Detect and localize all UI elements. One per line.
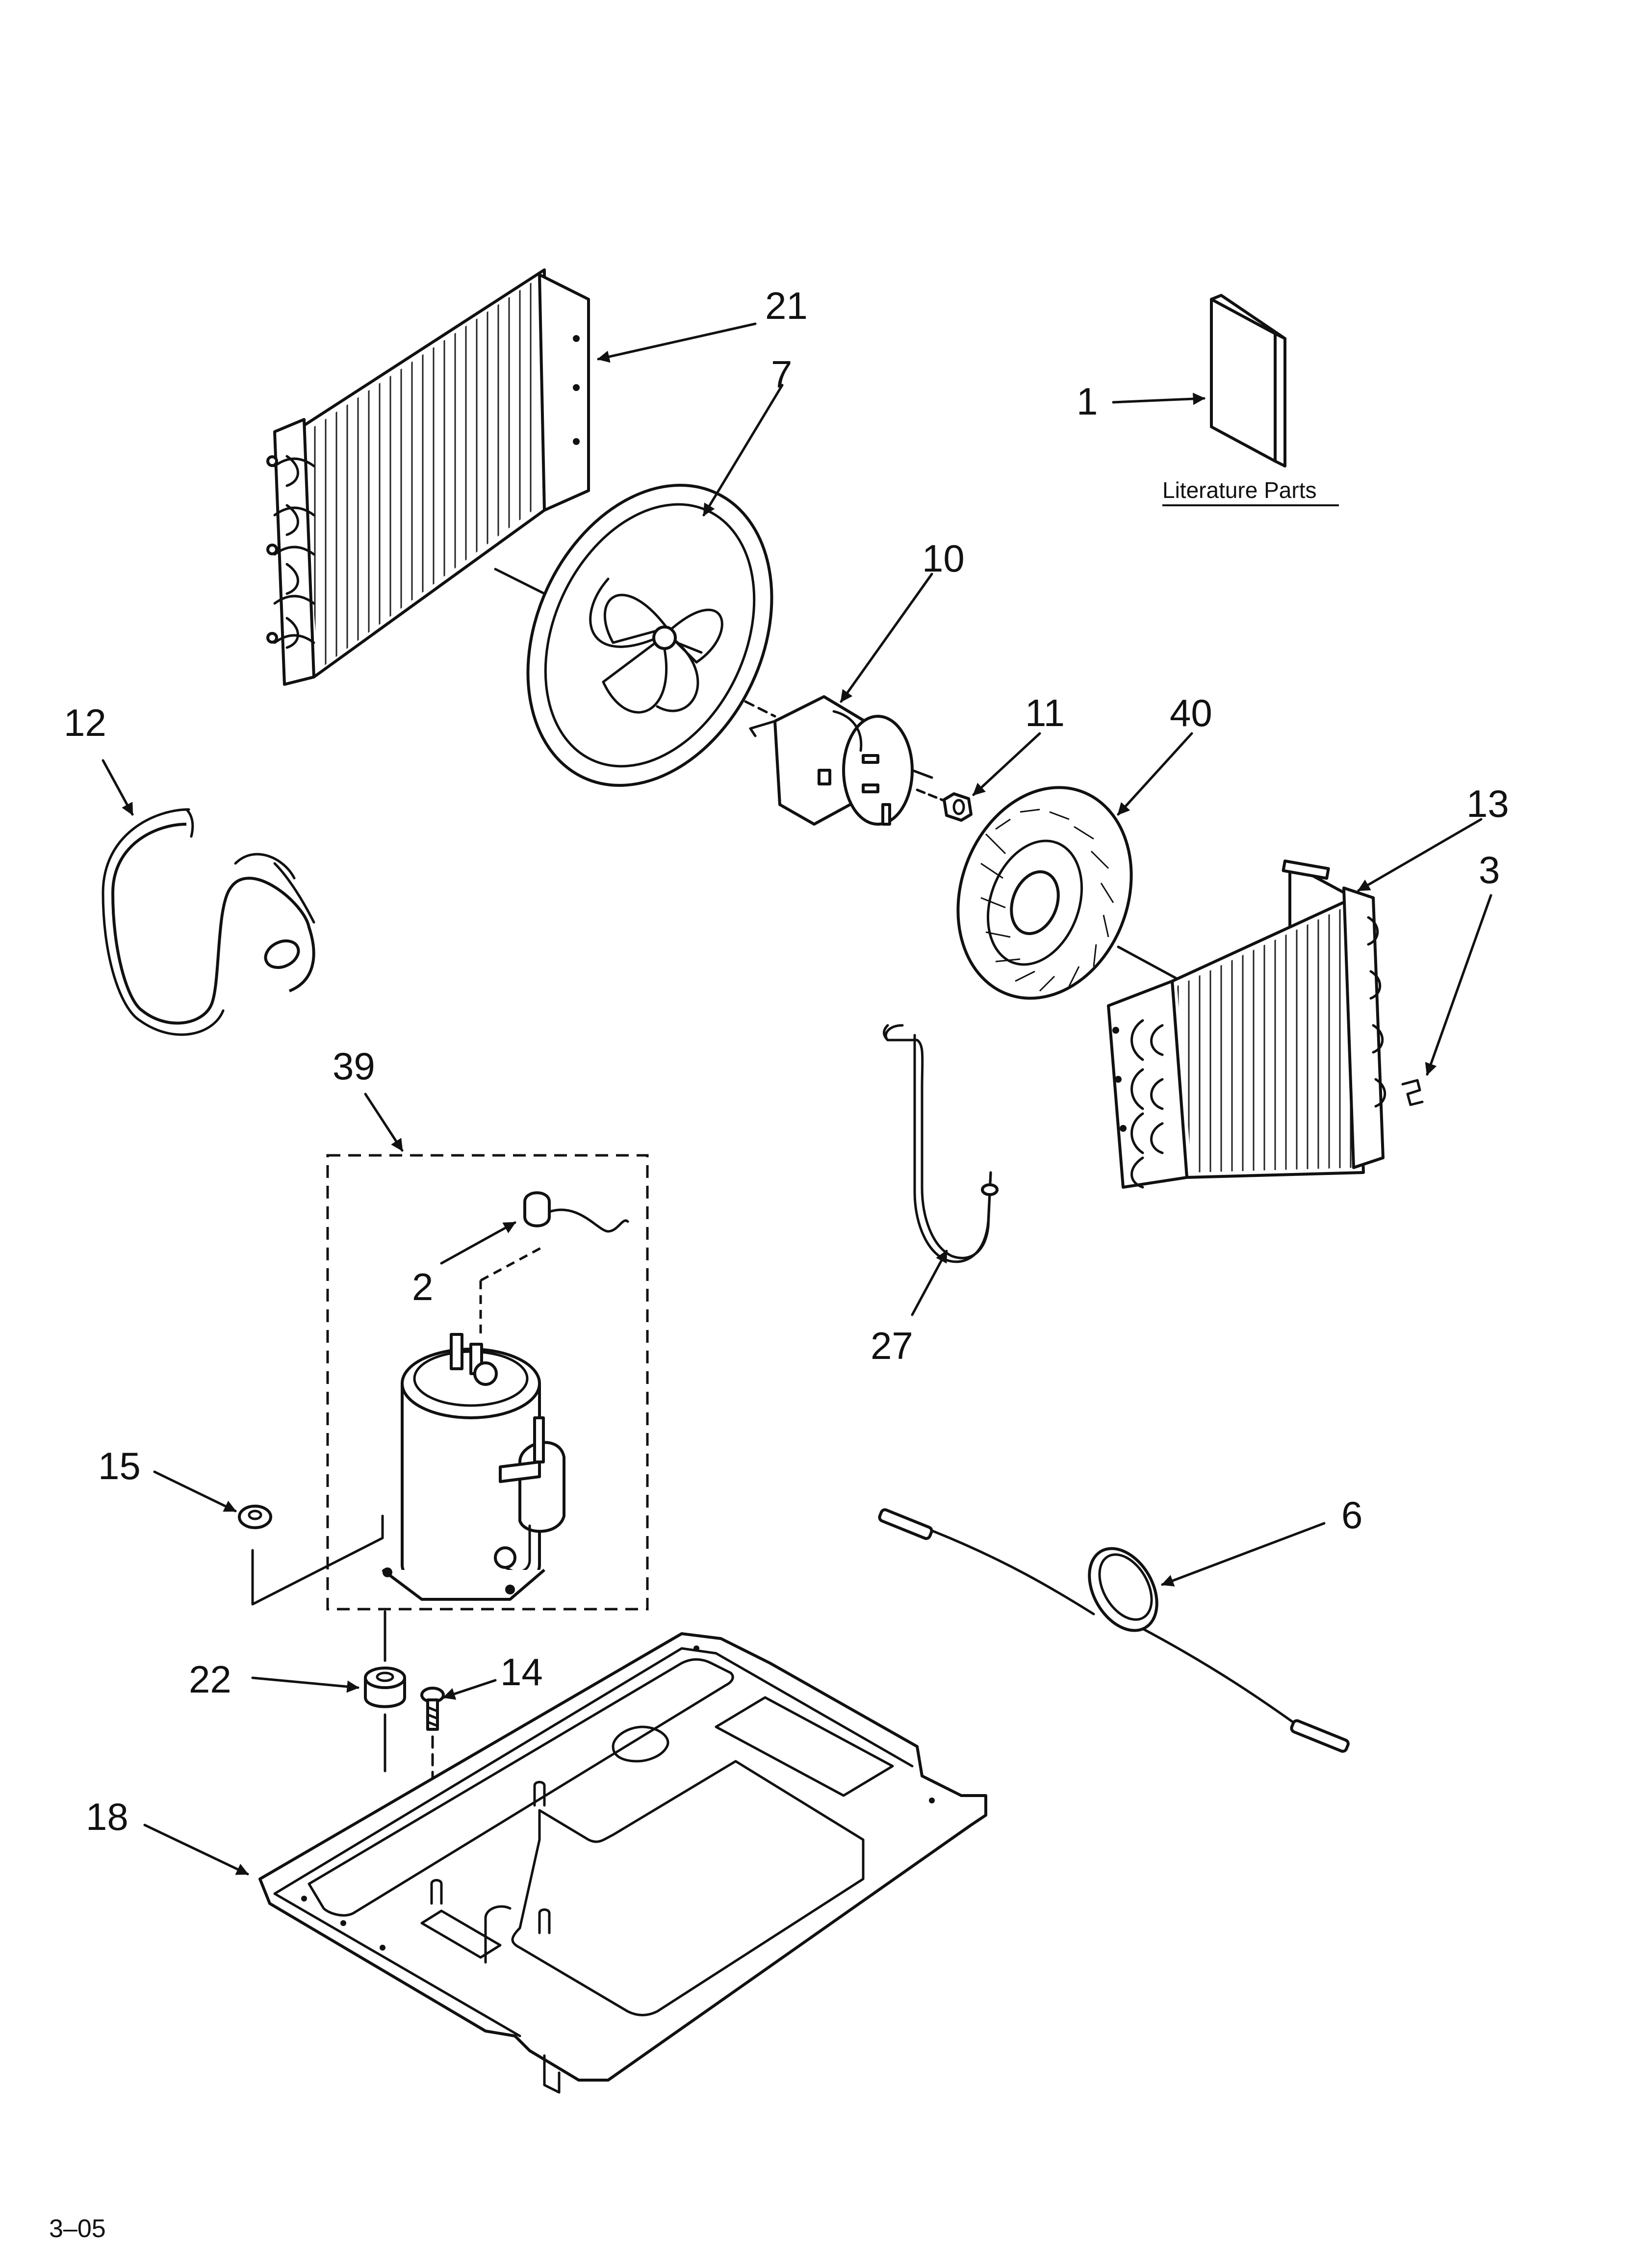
label-part-11: 11	[1025, 691, 1065, 734]
label-part-12: 12	[64, 701, 106, 744]
hex-nut	[916, 788, 973, 822]
compressor-assembly	[251, 1154, 649, 1611]
label-part-14: 14	[500, 1650, 543, 1694]
base-pan	[258, 1632, 987, 2094]
leader-arrows	[102, 322, 1492, 1876]
fan-motor	[749, 695, 933, 826]
refrigerant-tube	[102, 808, 315, 1036]
label-part-18: 18	[86, 1795, 128, 1838]
label-part-27: 27	[871, 1324, 913, 1367]
label-part-13: 13	[1466, 782, 1509, 825]
label-part-10: 10	[922, 537, 965, 580]
literature-parts-label: Literature Parts	[1162, 477, 1316, 503]
compressor-isolator	[364, 1610, 406, 1773]
u-tube	[883, 1024, 999, 1263]
grommet-washer	[238, 1505, 272, 1529]
literature-booklet	[1210, 294, 1286, 468]
label-part-15: 15	[98, 1444, 141, 1487]
label-part-2: 2	[412, 1265, 433, 1308]
page-code: 3–05	[49, 2215, 106, 2243]
coil-clip	[1401, 1079, 1424, 1106]
evaporator-coil	[1107, 860, 1386, 1189]
label-part-6: 6	[1341, 1493, 1362, 1537]
label-part-40: 40	[1170, 691, 1212, 734]
mounting-screw	[420, 1687, 445, 1905]
label-part-3: 3	[1479, 848, 1500, 891]
label-part-22: 22	[189, 1658, 231, 1701]
thermistor-sensor	[878, 1508, 1350, 1753]
literature-caption: Literature Parts	[1162, 477, 1339, 506]
label-part-7: 7	[771, 353, 792, 396]
label-part-39: 39	[333, 1044, 375, 1088]
condenser-coil	[266, 268, 590, 686]
blower-wheel	[956, 786, 1179, 1000]
label-part-1: 1	[1077, 380, 1098, 423]
label-part-21: 21	[765, 284, 808, 327]
part-number-labels: 21 7 1 10 12 11 40 13 3 39 2 27 15 6 22 …	[64, 284, 1509, 1838]
